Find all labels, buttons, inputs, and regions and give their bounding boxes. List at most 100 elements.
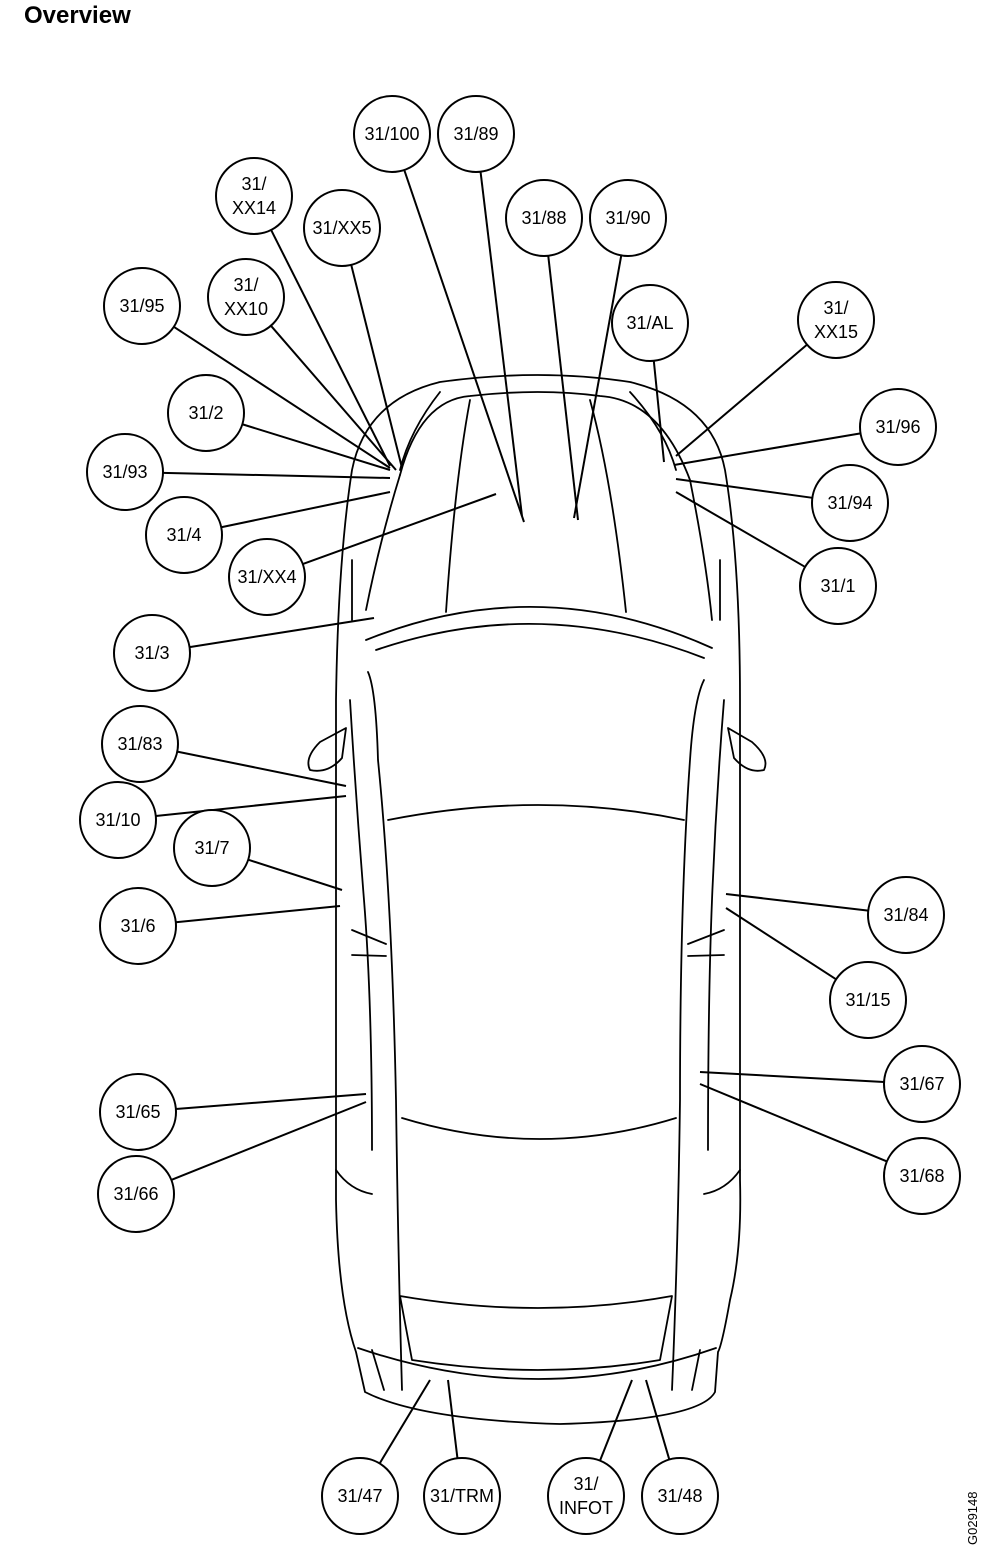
callout-label: 31/47 xyxy=(337,1486,382,1506)
callout-label: 31/67 xyxy=(899,1074,944,1094)
callout-31-47: 31/47 xyxy=(321,1457,399,1535)
callout-label: 31/ xyxy=(573,1474,598,1494)
callout-31-83: 31/83 xyxy=(101,705,179,783)
leader-line-31-15 xyxy=(725,907,837,981)
callout-bubble xyxy=(883,1137,961,1215)
callout-label: 31/4 xyxy=(166,525,201,545)
leader-line-31-10 xyxy=(155,795,347,818)
leader-line-31-83 xyxy=(177,750,347,787)
leader-line-31-trm xyxy=(447,1379,459,1459)
callout-label: 31/66 xyxy=(113,1184,158,1204)
leader-line-31-4 xyxy=(220,491,391,529)
callout-31-15: 31/15 xyxy=(829,961,907,1039)
callout-31-10: 31/10 xyxy=(79,781,157,859)
callout-label: 31/83 xyxy=(117,734,162,754)
figure-id: G029148 xyxy=(965,1491,980,1546)
leader-line-31-xx5 xyxy=(350,264,403,469)
callout-bubble xyxy=(145,496,223,574)
callout-label: 31/ xyxy=(233,275,258,295)
callout-bubble xyxy=(811,464,889,542)
callout-label: 31/100 xyxy=(364,124,419,144)
callout-31-trm: 31/TRM xyxy=(423,1457,501,1535)
callout-label: 31/95 xyxy=(119,296,164,316)
callout-bubble xyxy=(437,95,515,173)
callout-31-infot: 31/INFOT xyxy=(547,1457,625,1535)
callout-bubble xyxy=(505,179,583,257)
callout-label: XX10 xyxy=(224,299,268,319)
leader-line-31-96 xyxy=(673,432,861,466)
callout-bubble xyxy=(799,547,877,625)
callout-label: 31/2 xyxy=(188,403,223,423)
callout-bubble xyxy=(113,614,191,692)
callout-31-xx4: 31/XX4 xyxy=(228,538,306,616)
callout-bubble xyxy=(86,433,164,511)
callout-label: 31/TRM xyxy=(430,1486,494,1506)
callout-bubble xyxy=(215,157,293,235)
callout-label: 31/1 xyxy=(820,576,855,596)
leader-line-31-2 xyxy=(242,423,391,471)
callout-bubble xyxy=(883,1045,961,1123)
callout-31-4: 31/4 xyxy=(145,496,223,574)
callout-label: 31/10 xyxy=(95,810,140,830)
callout-31-xx10: 31/XX10 xyxy=(207,258,285,336)
leader-line-31-xx4 xyxy=(302,493,497,565)
callout-label: 31/89 xyxy=(453,124,498,144)
callout-bubble xyxy=(641,1457,719,1535)
leader-line-31-47 xyxy=(378,1379,431,1464)
leader-line-31-84 xyxy=(725,893,869,912)
callout-bubble xyxy=(859,388,937,466)
callout-bubble xyxy=(423,1457,501,1535)
callout-bubble xyxy=(547,1457,625,1535)
callout-label: INFOT xyxy=(559,1498,613,1518)
leader-line-31-68 xyxy=(699,1083,888,1163)
leader-line-31-94 xyxy=(675,478,813,499)
leader-line-31-65 xyxy=(175,1093,367,1111)
callout-bubble xyxy=(589,179,667,257)
leader-line-31-88 xyxy=(547,255,579,521)
callout-31-66: 31/66 xyxy=(97,1155,175,1233)
callout-31-xx15: 31/XX15 xyxy=(797,281,875,359)
car-outline xyxy=(307,374,767,1425)
leader-line-31-48 xyxy=(645,1379,671,1460)
leader-line-31-infot xyxy=(599,1379,633,1462)
callout-label: 31/XX5 xyxy=(312,218,371,238)
callout-label: 31/6 xyxy=(120,916,155,936)
leader-line-31-1 xyxy=(675,491,806,568)
callout-label: 31/68 xyxy=(899,1166,944,1186)
page-title: Overview xyxy=(24,2,131,29)
callout-31-67: 31/67 xyxy=(883,1045,961,1123)
callout-31-84: 31/84 xyxy=(867,876,945,954)
leader-line-31-xx14 xyxy=(270,229,391,467)
callout-bubble xyxy=(829,961,907,1039)
callout-31-93: 31/93 xyxy=(86,433,164,511)
leader-line-31-67 xyxy=(699,1071,885,1083)
callout-31-95: 31/95 xyxy=(103,267,181,345)
callout-label: 31/96 xyxy=(875,417,920,437)
callout-31-88: 31/88 xyxy=(505,179,583,257)
leader-line-31-66 xyxy=(170,1101,367,1181)
callout-31-89: 31/89 xyxy=(437,95,515,173)
callout-bubble xyxy=(228,538,306,616)
callout-label: 31/3 xyxy=(134,643,169,663)
callout-bubble xyxy=(207,258,285,336)
callout-label: 31/48 xyxy=(657,1486,702,1506)
leader-line-31-95 xyxy=(173,325,391,469)
leader-line-31-89 xyxy=(479,171,523,517)
callout-bubble xyxy=(167,374,245,452)
callout-bubble xyxy=(101,705,179,783)
leader-line-31-93 xyxy=(162,471,391,479)
leader-line-31-al xyxy=(652,360,665,463)
leader-line-31-xx15 xyxy=(675,343,808,457)
leader-line-31-xx10 xyxy=(270,325,397,471)
leader-line-31-7 xyxy=(247,858,343,891)
leader-line-31-6 xyxy=(175,905,341,924)
callout-label: 31/65 xyxy=(115,1102,160,1122)
leader-line-31-100 xyxy=(403,169,525,523)
callout-31-7: 31/7 xyxy=(173,809,251,887)
callout-label: 31/ xyxy=(241,174,266,194)
callout-31-65: 31/65 xyxy=(99,1073,177,1151)
callout-label: 31/94 xyxy=(827,493,872,513)
callout-bubble xyxy=(867,876,945,954)
